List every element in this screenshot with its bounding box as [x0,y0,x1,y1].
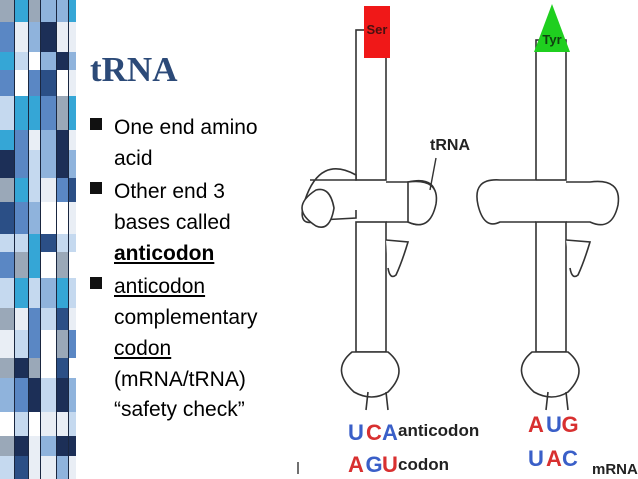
base-letter: C [562,446,578,471]
base-letter: A [528,412,544,437]
mrna-label: mRNA [592,461,638,478]
bullet-line: anticodon [114,242,215,265]
base-letter: U [546,412,562,437]
bullet-line: bases called [114,211,231,234]
bullet-square-icon [90,118,102,130]
base-letter: U [348,420,364,445]
ser-label: Ser [367,22,388,37]
bullet-line: One end amino [114,116,258,139]
base-letter: U [382,452,398,477]
base-letter: U [528,446,544,471]
safety-check-note: “safety check” [114,398,245,421]
bullet-line: Other end 3 [114,180,225,203]
codon-label: codon [398,455,449,474]
bullet-item: anticodon complementary codon (mRNA/tRNA) [90,271,300,395]
anticodon-label: anticodon [398,421,479,440]
trna-molecule-left [301,29,438,411]
bullet-item: Other end 3 bases called anticodon [90,176,300,269]
slide-title: tRNA [90,50,178,89]
base-letter: A [348,452,364,477]
base-letter: C [366,420,382,445]
trna-label: tRNA [430,137,470,154]
bullet-line: complementary [114,306,258,329]
bullet-line: acid [114,147,153,170]
base-letter: G [365,452,382,477]
bullet-line: (mRNA/tRNA) [114,368,246,391]
bullet-square-icon [90,277,102,289]
bullet-line: anticodon [114,275,206,298]
tyr-label: Tyr [542,32,561,47]
tyr-amino-acid-triangle [534,4,570,52]
decorative-mosaic-strip [0,0,76,479]
base-letter: A [382,420,398,445]
bullet-line: codon [114,337,172,360]
base-letter: A [546,446,562,471]
trna-molecule-right [476,39,620,411]
ser-amino-acid-box [364,6,390,58]
bullet-square-icon [90,182,102,194]
base-letter: G [561,412,578,437]
bullet-item: One end amino acid [90,112,300,174]
